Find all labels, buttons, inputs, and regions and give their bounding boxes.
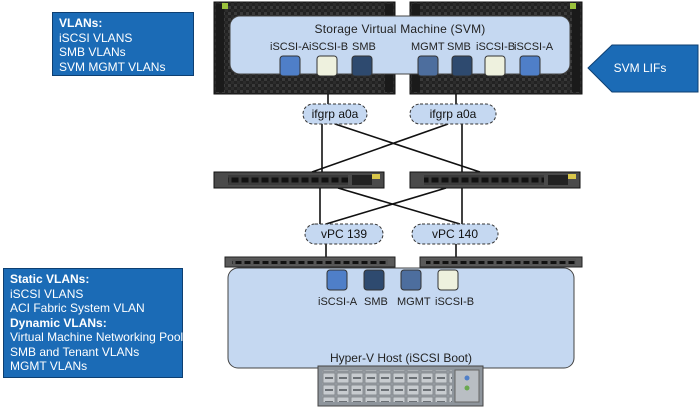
dynamic-vlan-line: Virtual Machine Networking Pool bbox=[10, 330, 184, 344]
ucs-server bbox=[317, 365, 484, 407]
ifgrp-pill-left bbox=[302, 103, 368, 125]
fex-b bbox=[419, 256, 583, 268]
lif-label: iSCSI-A bbox=[270, 41, 310, 53]
ifgrp-label-left: ifgrp a0a bbox=[311, 107, 359, 121]
lif-label: MGMT bbox=[411, 41, 445, 53]
svm-lifs-callout-text: SVM LIFs bbox=[613, 61, 667, 75]
dynamic-vlan-heading: Dynamic VLANs: bbox=[10, 315, 107, 330]
storage-vlan-line: SMB VLANs bbox=[59, 45, 126, 59]
fabric-links bbox=[311, 123, 481, 258]
host-port-iscsi-a bbox=[326, 269, 348, 291]
controller-links bbox=[327, 94, 457, 104]
lif-smb-right bbox=[451, 55, 473, 77]
lif-label: SMB bbox=[447, 41, 471, 53]
lif-iscsi-a-left bbox=[279, 55, 301, 77]
vpc-label-left: vPC 139 bbox=[320, 227, 368, 241]
dynamic-vlan-line: MGMT VLANs bbox=[10, 359, 88, 373]
fex-a bbox=[224, 256, 396, 268]
storage-vlan-info-box: VLANs: iSCSI VLANS SMB VLANs SVM MGMT VL… bbox=[52, 12, 194, 76]
host-port-label: SMB bbox=[364, 296, 388, 308]
storage-vlan-line: SVM MGMT VLANs bbox=[59, 59, 166, 74]
lif-iscsi-b-left bbox=[316, 55, 338, 77]
leaf-switch-a bbox=[213, 171, 385, 189]
host-port-label: iSCSI-A bbox=[318, 296, 358, 308]
host-port-smb bbox=[363, 269, 385, 291]
host-port-mgmt bbox=[400, 269, 422, 291]
lif-label: iSCSI-B bbox=[476, 41, 516, 53]
vpc-pill-left bbox=[304, 223, 384, 245]
dynamic-vlan-line: SMB and Tenant VLANs bbox=[10, 344, 140, 359]
vpc-pill-right bbox=[411, 223, 499, 245]
svm-title: Storage Virtual Machine (SVM) bbox=[314, 22, 486, 36]
lif-label: iSCSI-A bbox=[514, 41, 554, 53]
svm-lifs-arrow bbox=[587, 44, 699, 93]
host-vlan-info-box: Static VLANs: iSCSI VLANS ACI Fabric Sys… bbox=[3, 268, 183, 378]
lif-label: iSCSI-B bbox=[309, 41, 349, 53]
static-vlan-line: iSCSI VLANS bbox=[10, 286, 84, 301]
static-vlan-line: ACI Fabric System VLAN bbox=[10, 301, 145, 315]
storage-vlan-line: iSCSI VLANS bbox=[59, 30, 133, 45]
vpc-label-right: vPC 140 bbox=[431, 227, 479, 241]
svm-lif-ports bbox=[279, 55, 541, 77]
ifgrp-pill-right bbox=[409, 103, 497, 125]
host-port-label: iSCSI-B bbox=[435, 296, 475, 308]
lif-label: SMB bbox=[352, 41, 376, 53]
host-ports bbox=[326, 269, 459, 291]
lif-iscsi-b-right bbox=[484, 55, 506, 77]
host-port-iscsi-b bbox=[437, 269, 459, 291]
hyperv-host-title: Hyper-V Host (iSCSI Boot) bbox=[329, 351, 473, 365]
ifgrp-label-right: ifgrp a0a bbox=[429, 107, 477, 121]
leaf-switch-b bbox=[409, 171, 581, 189]
static-vlan-heading: Static VLANs: bbox=[10, 272, 90, 286]
lif-mgmt-right bbox=[417, 55, 439, 77]
storage-vlan-heading: VLANs: bbox=[59, 16, 103, 30]
lif-smb-left bbox=[351, 55, 373, 77]
host-port-label: MGMT bbox=[397, 296, 431, 308]
lif-iscsi-a-right bbox=[519, 55, 541, 77]
